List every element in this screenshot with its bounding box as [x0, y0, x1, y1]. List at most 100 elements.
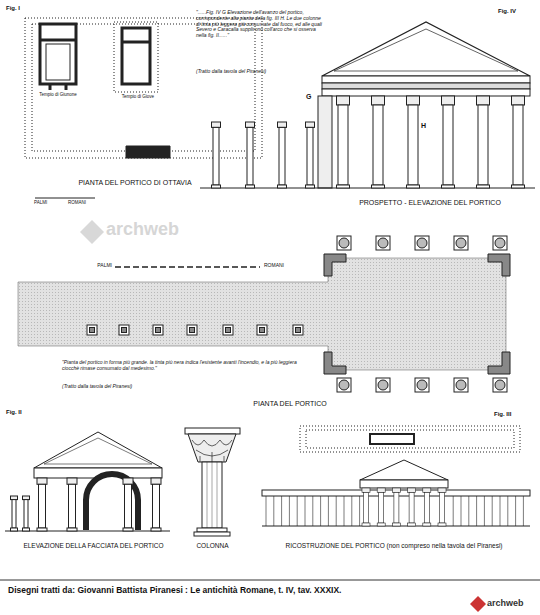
capital: [67, 478, 77, 484]
label-text: ELEVAZIONE DELLA FACCIATA DEL PORTICO: [6, 542, 181, 549]
label-text: Tempio di Giove: [108, 94, 168, 99]
label-text: PALMI: [34, 200, 64, 205]
colonnade-stroke: [492, 496, 493, 526]
label-text: (Tratto dalla tavola del Piranesi): [196, 69, 322, 75]
column-shaft: [39, 484, 46, 528]
label-text: "Pianta del portico in forma più grande.…: [62, 360, 302, 372]
capital: [438, 488, 446, 493]
capital: [372, 96, 385, 105]
colonnade-stroke: [297, 496, 298, 526]
colonnade-stroke: [344, 496, 345, 526]
colonnade-stroke: [289, 496, 290, 526]
column-detail: [185, 428, 240, 536]
capital: [246, 122, 255, 127]
label-text: Disegni tratti da: Giovanni Battista Pir…: [8, 586, 458, 596]
column-shaft: [307, 127, 313, 185]
column-base: [512, 185, 525, 188]
label-text: PROSPETTO - ELEVAZIONE DEL PORTICO: [330, 199, 530, 207]
column-base: [123, 528, 133, 531]
plan-ottavia: [25, 18, 262, 198]
pillar-core: [122, 328, 127, 333]
column-shaft: [478, 105, 488, 185]
column-shaft: [364, 493, 369, 524]
column-base: [477, 185, 490, 188]
column-shaft: [153, 484, 160, 528]
column-base: [11, 528, 18, 531]
column-base: [442, 185, 455, 188]
colonnade-stroke: [523, 496, 524, 526]
label-text: ROMANI: [68, 200, 98, 205]
label-text: COLONNA: [180, 542, 245, 549]
colonnade-stroke: [281, 496, 282, 526]
column-shaft: [12, 500, 16, 528]
column-shaft: [394, 493, 399, 524]
column-base: [392, 523, 400, 526]
column-base: [337, 185, 350, 188]
label-text: Fig. III: [494, 411, 534, 418]
colonnade-stroke: [351, 496, 352, 526]
colonnade-stroke: [453, 496, 454, 526]
capital: [377, 488, 385, 493]
capital: [392, 488, 400, 493]
column-plan: [417, 380, 427, 390]
column-shaft: [279, 127, 285, 185]
column-plinth: [376, 236, 390, 250]
colonnade-stroke: [328, 496, 329, 526]
column-base: [423, 523, 431, 526]
column-plan: [456, 380, 466, 390]
capital: [407, 96, 420, 105]
pillar-plan: [257, 325, 267, 335]
columns-reconstruction: [266, 488, 523, 526]
column-shaft: [24, 500, 28, 528]
plan-portico: [18, 254, 510, 374]
column-plan: [378, 380, 388, 390]
capital: [512, 96, 525, 105]
column-plinth: [337, 378, 351, 392]
reconstruction: [262, 426, 530, 526]
capital: [123, 478, 133, 484]
colonnade-stroke: [507, 496, 508, 526]
column-shaft: [408, 105, 418, 185]
column-shaft: [247, 127, 253, 185]
capital: [151, 478, 161, 484]
label-text: Fig. II: [6, 409, 36, 416]
label-text: ROMANI: [264, 263, 304, 269]
pillar-plan: [187, 325, 197, 335]
footer-rule: [0, 580, 540, 581]
column-shaft: [513, 105, 523, 185]
elevation-portico: [200, 22, 535, 188]
column-shaft: [409, 493, 414, 524]
column-plan: [339, 380, 349, 390]
column-plan: [495, 380, 505, 390]
label-text: PIANTA DEL PORTICO DI OTTAVIA: [20, 179, 250, 187]
column-shaft: [443, 105, 453, 185]
pillar-plan: [87, 325, 97, 335]
label-text: Tempio di Giunone: [28, 92, 88, 97]
label-text: RICOSTRUZIONE DEL PORTICO (non compreso …: [251, 542, 537, 549]
capital: [362, 488, 370, 493]
pillar-plan: [153, 325, 163, 335]
column-base: [408, 523, 416, 526]
colonnade-stroke: [461, 496, 462, 526]
column-plan: [495, 238, 505, 248]
colonnade-stroke: [305, 496, 306, 526]
colonnade-stroke: [476, 496, 477, 526]
pillar-plan: [223, 325, 233, 335]
watermark-logo: [80, 220, 104, 244]
column-base: [407, 185, 420, 188]
capital: [278, 122, 287, 127]
column-shaft: [440, 493, 445, 524]
column-plinth: [415, 378, 429, 392]
column-plan: [456, 238, 466, 248]
colonnade-stroke: [359, 496, 360, 526]
column-plinth: [376, 378, 390, 392]
column-base: [37, 528, 47, 531]
column-plinth: [493, 378, 507, 392]
capital: [442, 96, 455, 105]
capital: [212, 122, 221, 127]
column-shaft: [338, 105, 348, 185]
column-plinth: [415, 236, 429, 250]
pillar-core: [296, 328, 301, 333]
label-text: PALMI: [84, 263, 112, 269]
